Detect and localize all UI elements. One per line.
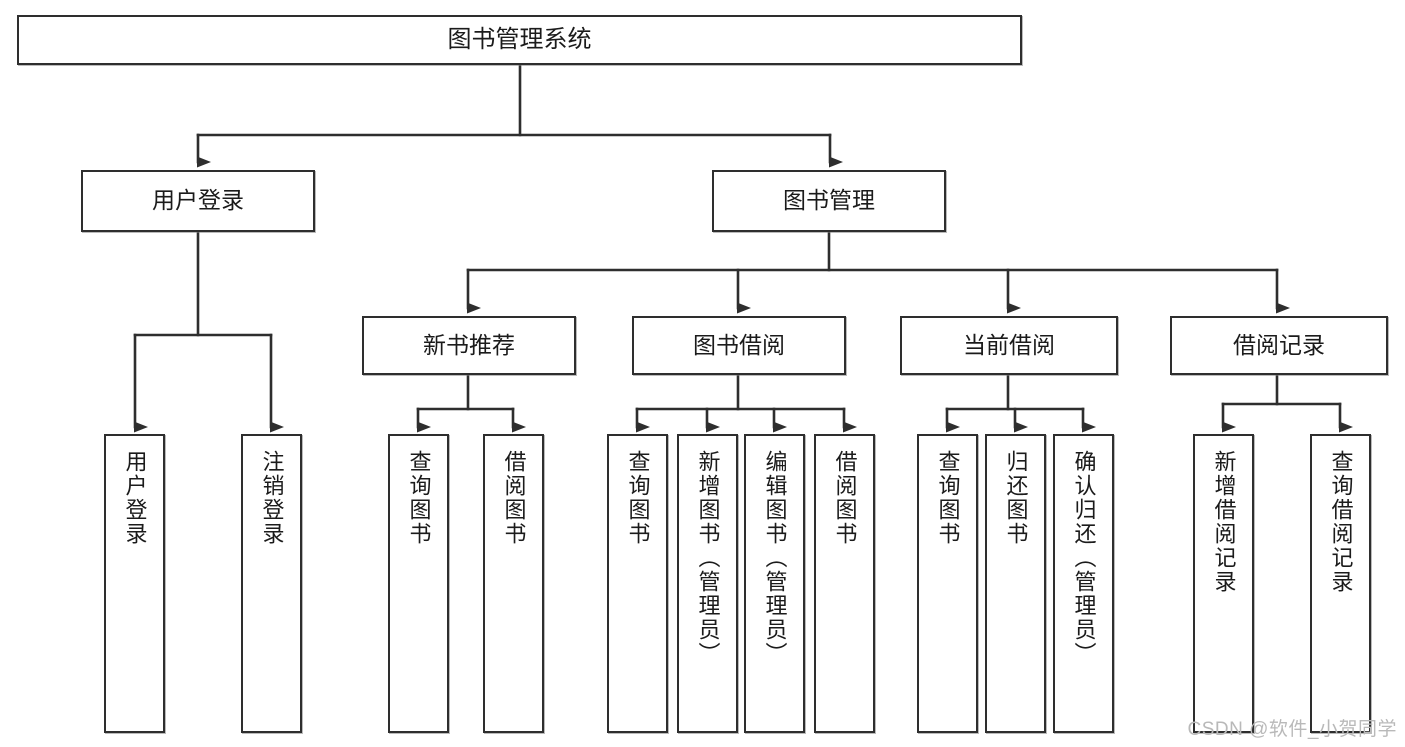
node-label: 查询图书 <box>935 450 961 546</box>
node-label: 编辑图书（管理员） <box>762 450 788 666</box>
leaf-query-book-borrow[interactable]: 查询图书 <box>607 434 668 733</box>
leaf-query-book-current[interactable]: 查询图书 <box>917 434 978 733</box>
node-label: 新增图书（管理员） <box>695 450 721 666</box>
node-book-borrow[interactable]: 图书借阅 <box>632 316 846 375</box>
node-label: 图书管理 <box>783 187 875 214</box>
node-new-book-recommend[interactable]: 新书推荐 <box>362 316 576 375</box>
node-label: 查询借阅记录 <box>1328 450 1354 594</box>
node-label: 新书推荐 <box>423 331 515 358</box>
node-label: 确认归还（管理员） <box>1071 450 1097 666</box>
node-label: 图书借阅 <box>693 331 785 358</box>
node-user-login[interactable]: 用户登录 <box>81 170 315 232</box>
leaf-borrow-book-recommend[interactable]: 借阅图书 <box>483 434 544 733</box>
node-borrow-record[interactable]: 借阅记录 <box>1170 316 1388 375</box>
watermark-text: CSDN @软件_小贺同学 <box>1187 719 1397 740</box>
leaf-borrow-book-borrow[interactable]: 借阅图书 <box>814 434 875 733</box>
leaf-user-login[interactable]: 用户登录 <box>104 434 165 733</box>
node-label: 查询图书 <box>406 450 432 546</box>
node-label: 借阅图书 <box>832 450 858 546</box>
leaf-confirm-return-admin[interactable]: 确认归还（管理员） <box>1053 434 1114 733</box>
leaf-add-book-admin[interactable]: 新增图书（管理员） <box>677 434 738 733</box>
node-book-manage[interactable]: 图书管理 <box>712 170 946 232</box>
node-label: 借阅图书 <box>501 450 527 546</box>
node-label: 图书管理系统 <box>447 25 592 53</box>
node-label: 新增借阅记录 <box>1211 450 1237 594</box>
node-root-system[interactable]: 图书管理系统 <box>17 15 1022 65</box>
node-label: 用户登录 <box>122 450 148 546</box>
leaf-query-borrow-record[interactable]: 查询借阅记录 <box>1310 434 1371 733</box>
node-label: 借阅记录 <box>1233 331 1325 358</box>
leaf-logout[interactable]: 注销登录 <box>241 434 302 733</box>
node-label: 用户登录 <box>152 187 244 214</box>
leaf-edit-book-admin[interactable]: 编辑图书（管理员） <box>744 434 805 733</box>
node-label: 查询图书 <box>625 450 651 546</box>
node-label: 当前借阅 <box>963 331 1055 358</box>
node-current-borrow[interactable]: 当前借阅 <box>900 316 1118 375</box>
node-label: 归还图书 <box>1003 450 1029 546</box>
leaf-add-borrow-record[interactable]: 新增借阅记录 <box>1193 434 1254 733</box>
leaf-return-book[interactable]: 归还图书 <box>985 434 1046 733</box>
leaf-query-book-recommend[interactable]: 查询图书 <box>388 434 449 733</box>
node-label: 注销登录 <box>259 450 285 546</box>
